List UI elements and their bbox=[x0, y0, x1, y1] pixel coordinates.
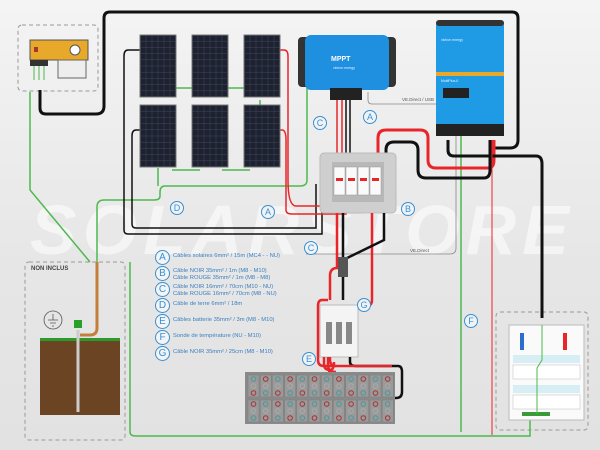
battery-cell bbox=[260, 374, 272, 398]
battery-cell bbox=[369, 399, 382, 423]
battery-cell bbox=[357, 399, 369, 423]
battery-cell bbox=[247, 374, 260, 398]
battery-cell bbox=[382, 399, 394, 423]
tag-c: C bbox=[304, 241, 318, 255]
tag-e: E bbox=[302, 352, 316, 366]
battery-cell bbox=[284, 374, 296, 398]
tag-c: C bbox=[313, 116, 327, 130]
battery-cell bbox=[333, 374, 345, 398]
inverter bbox=[436, 22, 504, 136]
earth-cable-main bbox=[29, 92, 91, 263]
battery-cell bbox=[284, 399, 296, 423]
battery-cells bbox=[247, 374, 394, 423]
breakers bbox=[333, 166, 382, 196]
generator-gauge bbox=[69, 44, 81, 56]
solar-panels bbox=[139, 34, 281, 168]
mppt-title: MPPT bbox=[331, 56, 351, 63]
ac-input-cable bbox=[38, 10, 520, 150]
battery-cell bbox=[321, 399, 333, 423]
battery-cell bbox=[272, 374, 284, 398]
fuse bbox=[338, 257, 348, 277]
mppt-controller bbox=[305, 35, 389, 90]
battery-cell bbox=[247, 399, 260, 423]
tag-b: B bbox=[401, 202, 415, 216]
tag-f: F bbox=[464, 314, 478, 328]
watermark: SOLARSTORE bbox=[30, 191, 575, 269]
inverter-brand: victron energy bbox=[441, 38, 463, 42]
non-inclus-label: NON INCLUS bbox=[31, 266, 69, 272]
battery-cell bbox=[345, 399, 357, 423]
tag-g: G bbox=[357, 298, 371, 312]
soil bbox=[40, 340, 120, 415]
battery-cell bbox=[296, 374, 308, 398]
battery-cell bbox=[382, 374, 394, 398]
battery-cell bbox=[321, 374, 333, 398]
battery-cell bbox=[296, 399, 308, 423]
generator-box bbox=[17, 24, 99, 92]
non-inclus-box bbox=[24, 261, 126, 441]
battery-cell bbox=[308, 399, 321, 423]
battery-cell bbox=[308, 374, 321, 398]
vedirect-usb-label: VE.Direct / USB bbox=[402, 97, 435, 102]
battery-cell bbox=[357, 374, 369, 398]
battery-cell bbox=[333, 399, 345, 423]
inverter-model: MultiPlus-II bbox=[441, 79, 459, 83]
tag-d: D bbox=[170, 201, 184, 215]
inverter-display bbox=[443, 88, 469, 98]
tag-a: A bbox=[261, 205, 275, 219]
battery-cell bbox=[272, 399, 284, 423]
battery-cell bbox=[345, 374, 357, 398]
earth-symbol bbox=[43, 310, 63, 330]
vedirect-label: VE.Direct bbox=[410, 248, 430, 253]
battery-cell bbox=[260, 399, 272, 423]
mppt-brand: victron energy bbox=[333, 66, 355, 70]
tag-a: A bbox=[363, 110, 377, 124]
battery-cell bbox=[369, 374, 382, 398]
